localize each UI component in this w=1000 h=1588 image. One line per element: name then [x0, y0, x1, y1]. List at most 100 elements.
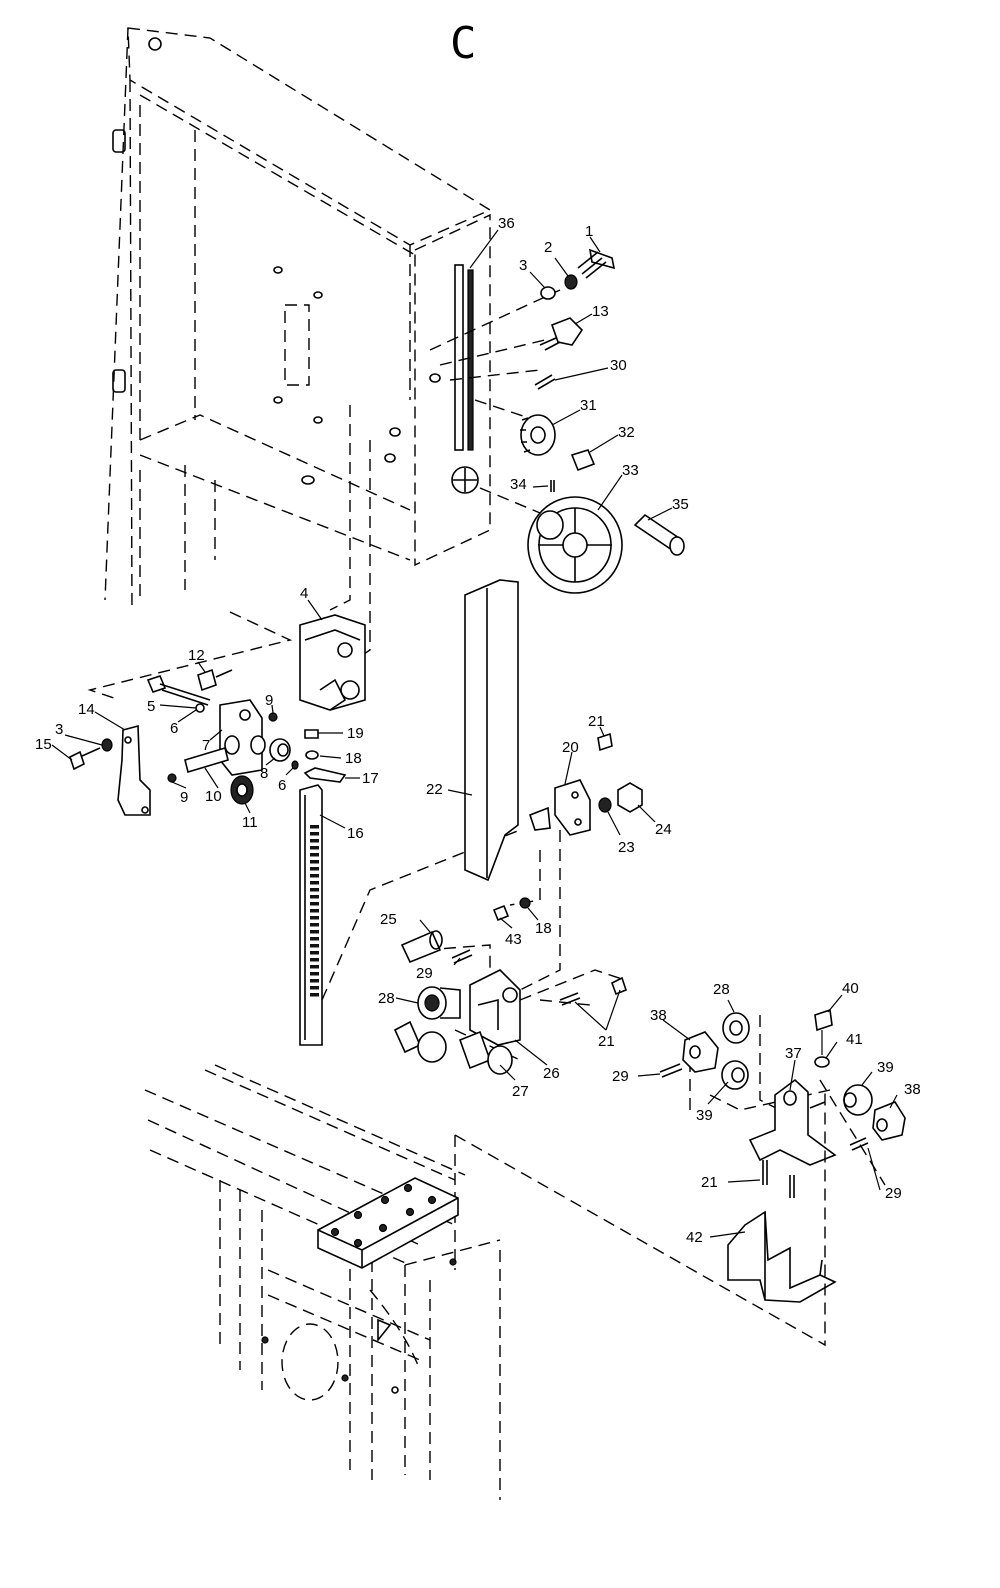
bearing-39b	[843, 1084, 873, 1116]
guard-42	[727, 1210, 837, 1303]
washer-6b	[291, 760, 299, 770]
callout-3b: 3	[55, 721, 63, 738]
screw-15	[69, 747, 101, 771]
rack-tooth	[310, 993, 319, 997]
rack-tooth	[310, 902, 319, 906]
callout-12: 12	[188, 647, 205, 664]
rack-tooth	[310, 916, 319, 920]
section-label: C	[450, 18, 477, 69]
rack-tooth	[310, 846, 319, 850]
callout-16: 16	[347, 825, 364, 842]
rack-tooth	[310, 986, 319, 990]
upper-frame	[104, 27, 492, 611]
rack-tooth	[310, 853, 319, 857]
lower-frame	[144, 1064, 501, 1500]
rack-tooth	[310, 839, 319, 843]
callout-labels: 36 1 2 3 13 30 31 32 34 33 35 4 12 5 6 9…	[35, 215, 921, 1246]
gear-11	[230, 775, 254, 805]
rack-tooth	[310, 860, 319, 864]
callout-31: 31	[580, 397, 597, 414]
pin-25	[400, 930, 443, 964]
guide-bracket-26	[469, 969, 521, 1046]
handle-35	[633, 513, 685, 556]
block-7	[219, 699, 266, 776]
callout-13: 13	[592, 303, 609, 320]
callout-18b: 18	[535, 920, 552, 937]
plate-14	[117, 724, 151, 816]
washer-3b	[101, 738, 113, 752]
rack-tooth	[310, 958, 319, 962]
callout-38b: 38	[904, 1081, 921, 1098]
frame-bushing-lower	[112, 369, 126, 393]
rack-tooth	[310, 951, 319, 955]
pin-9a	[268, 712, 278, 722]
callout-39a: 39	[877, 1059, 894, 1076]
callout-26: 26	[543, 1065, 560, 1082]
callout-23: 23	[618, 839, 635, 856]
callout-28b: 28	[713, 981, 730, 998]
projection-lines-lower-right	[454, 1090, 826, 1347]
nut-24	[617, 782, 643, 813]
screw-40	[814, 1008, 833, 1055]
callout-40: 40	[842, 980, 859, 997]
callout-29c: 29	[885, 1185, 902, 1202]
screw-32	[570, 449, 596, 472]
callout-5: 5	[147, 698, 155, 715]
callout-7: 7	[202, 737, 210, 754]
callout-25: 25	[380, 911, 397, 928]
callout-39b: 39	[696, 1107, 713, 1124]
callout-24: 24	[655, 821, 672, 838]
adjuster-27	[393, 1020, 513, 1075]
rack-tooth	[310, 930, 319, 934]
callout-20: 20	[562, 739, 579, 756]
guide-bracket-37	[748, 1078, 837, 1166]
callout-29b: 29	[612, 1068, 629, 1085]
rack-teeth	[310, 825, 319, 997]
callout-43: 43	[505, 931, 522, 948]
bushing-8	[269, 738, 291, 762]
screw-21b	[559, 976, 627, 1006]
screw-29b	[659, 1063, 683, 1078]
callout-2: 2	[544, 239, 552, 256]
screw-21c	[762, 1160, 795, 1198]
spring-17	[303, 767, 347, 783]
guide-bar-22	[464, 579, 519, 882]
bearing-39a	[721, 1060, 749, 1090]
knob-13	[539, 317, 584, 351]
callout-37: 37	[785, 1045, 802, 1062]
projection-lines-middle	[321, 829, 886, 1186]
callout-17: 17	[362, 770, 379, 787]
callout-15: 15	[35, 736, 52, 753]
rack-tooth	[310, 979, 319, 983]
washer-2	[564, 274, 578, 290]
rack-tooth	[310, 874, 319, 878]
washer-41	[814, 1056, 830, 1068]
callout-33: 33	[622, 462, 639, 479]
bolt-1	[577, 248, 616, 279]
callout-9a: 9	[265, 692, 273, 709]
callout-11: 11	[242, 814, 258, 831]
callout-34: 34	[510, 476, 527, 493]
shaft-5	[146, 675, 211, 706]
callout-42: 42	[686, 1229, 703, 1246]
projection-lines-upper	[87, 289, 561, 701]
callout-21b: 21	[598, 1033, 615, 1050]
scale-strip	[454, 264, 464, 451]
rack-tooth	[310, 909, 319, 913]
rack-tooth	[310, 832, 319, 836]
screw-29a	[451, 949, 473, 964]
callout-18a: 18	[345, 750, 362, 767]
callout-6b: 6	[278, 777, 286, 794]
rack-tooth	[310, 965, 319, 969]
callout-8: 8	[260, 765, 268, 782]
screw-29c	[849, 1137, 869, 1151]
rack-tooth	[310, 937, 319, 941]
rack-tooth	[310, 881, 319, 885]
callout-41: 41	[846, 1031, 863, 1048]
block-20	[529, 779, 591, 836]
callout-27: 27	[512, 1083, 529, 1100]
frame-bushing-upper	[112, 129, 126, 153]
rack-tooth	[310, 972, 319, 976]
block-38a	[682, 1031, 719, 1073]
